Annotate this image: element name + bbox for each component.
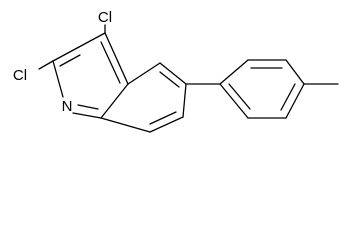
atom-label-cl4: Cl: [98, 9, 112, 26]
bond-c5-c6: [159, 62, 187, 85]
bond-c8a-c4a: [100, 83, 129, 119]
atom-label-n1: N: [62, 98, 73, 115]
benzo-ring: [100, 62, 187, 133]
pyridine-ring: [52, 32, 129, 119]
bond-c6prime-c1prime: [219, 83, 249, 119]
bond-n1-c8a-double: [77, 104, 99, 110]
substituents: [38, 24, 106, 70]
bond-c6-c7: [182, 83, 187, 118]
tolyl-ring: [185, 59, 339, 119]
bond-c4-c3: [78, 32, 106, 48]
bond-c4prime-c5prime-double: [280, 83, 296, 111]
bond-c4prime-c5prime: [285, 83, 305, 119]
atom-label-cl2: Cl: [13, 67, 27, 84]
bond-n1-c8a: [72, 112, 102, 119]
bond-c7-c8-double: [149, 111, 177, 125]
bond-c3prime-c4prime: [285, 59, 305, 85]
bond-c3-c2: [52, 46, 80, 62]
chemical-structure-diagram: Cl Cl N: [13, 9, 339, 133]
bond-c4a-c4-double: [100, 41, 121, 84]
bond-c8-c8a: [100, 117, 151, 133]
bond-c1prime-c2prime: [219, 59, 249, 85]
bond-c3-c2-double: [59, 54, 81, 67]
bond-c6prime-c1prime-double: [228, 83, 251, 110]
bond-c4a-c4: [104, 32, 129, 85]
bond-c4a-c5: [127, 62, 161, 85]
bond-c7-c8: [149, 116, 184, 133]
bond-c2-n1: [52, 60, 64, 98]
bond-c5-c6-double: [159, 71, 180, 88]
bond-c2-cl: [38, 60, 54, 70]
